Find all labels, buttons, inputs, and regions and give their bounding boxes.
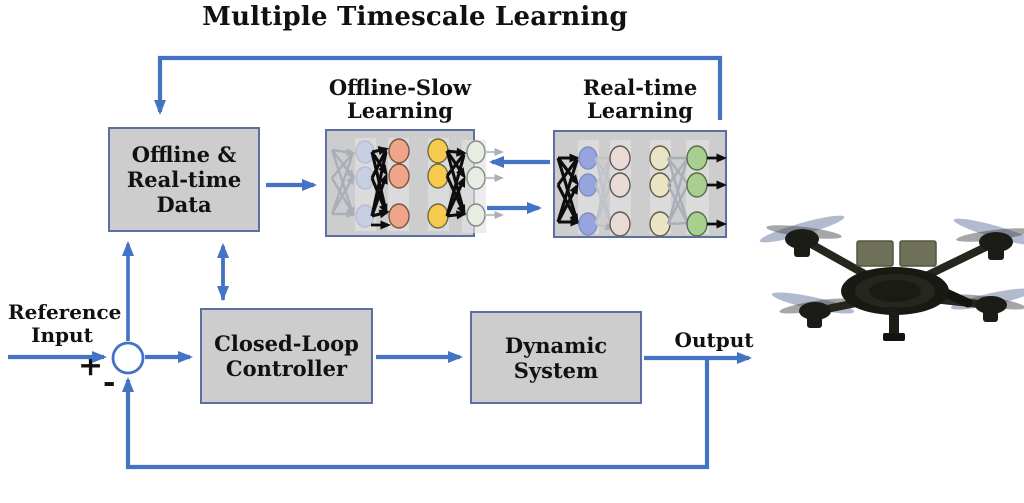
offline-realtime-data-box-label: Offline & Real-time Data — [127, 142, 241, 217]
dynamic-system-box: Dynamic System — [470, 311, 642, 404]
data-box-line1: Offline & — [131, 142, 237, 167]
drone-propellers — [759, 215, 1024, 314]
controller-box-line2: Controller — [225, 356, 348, 381]
drone-battery-packs — [856, 240, 937, 267]
summing-junction — [111, 341, 145, 375]
offline-output-arrows-gray — [485, 148, 504, 219]
closed-loop-controller-box: Closed-Loop Controller — [200, 308, 373, 404]
page-title: Multiple Timescale Learning — [202, 2, 628, 32]
drone-body — [841, 267, 973, 341]
dynamic-system-box-label: Dynamic System — [505, 333, 607, 383]
minus-sign: - — [103, 365, 116, 400]
data-box-line2: Real-time — [126, 167, 242, 192]
dynamic-box-line2: System — [513, 357, 599, 383]
drone-image — [759, 215, 1024, 341]
reference-input-label: Reference Input — [8, 300, 122, 347]
offline-realtime-data-box: Offline & Real-time Data — [108, 127, 260, 232]
realtime-learning-label: Real-time Learning — [545, 76, 735, 122]
dynamic-box-line1: Dynamic — [504, 332, 608, 358]
realtime-learning-panel — [553, 130, 727, 238]
drone-rotor-hubs — [785, 229, 1013, 328]
drone-arms — [800, 236, 998, 315]
reference-input-line1: Reference — [8, 300, 122, 324]
data-box-line3: Data — [156, 192, 212, 217]
offline-slow-learning-label-line1: Offline-Slow — [328, 75, 472, 100]
offline-slow-learning-label-line2: Learning — [347, 98, 453, 123]
output-label: Output — [674, 328, 754, 352]
realtime-learning-label-line2: Learning — [587, 98, 693, 123]
offline-slow-learning-label: Offline-Slow Learning — [300, 76, 500, 122]
offline-slow-learning-panel — [325, 129, 475, 237]
reference-input-line2: Input — [31, 323, 93, 347]
plus-sign: + — [78, 348, 104, 383]
realtime-learning-label-line1: Real-time — [582, 75, 698, 100]
controller-box-line1: Closed-Loop — [214, 331, 359, 356]
closed-loop-controller-box-label: Closed-Loop Controller — [214, 331, 359, 381]
